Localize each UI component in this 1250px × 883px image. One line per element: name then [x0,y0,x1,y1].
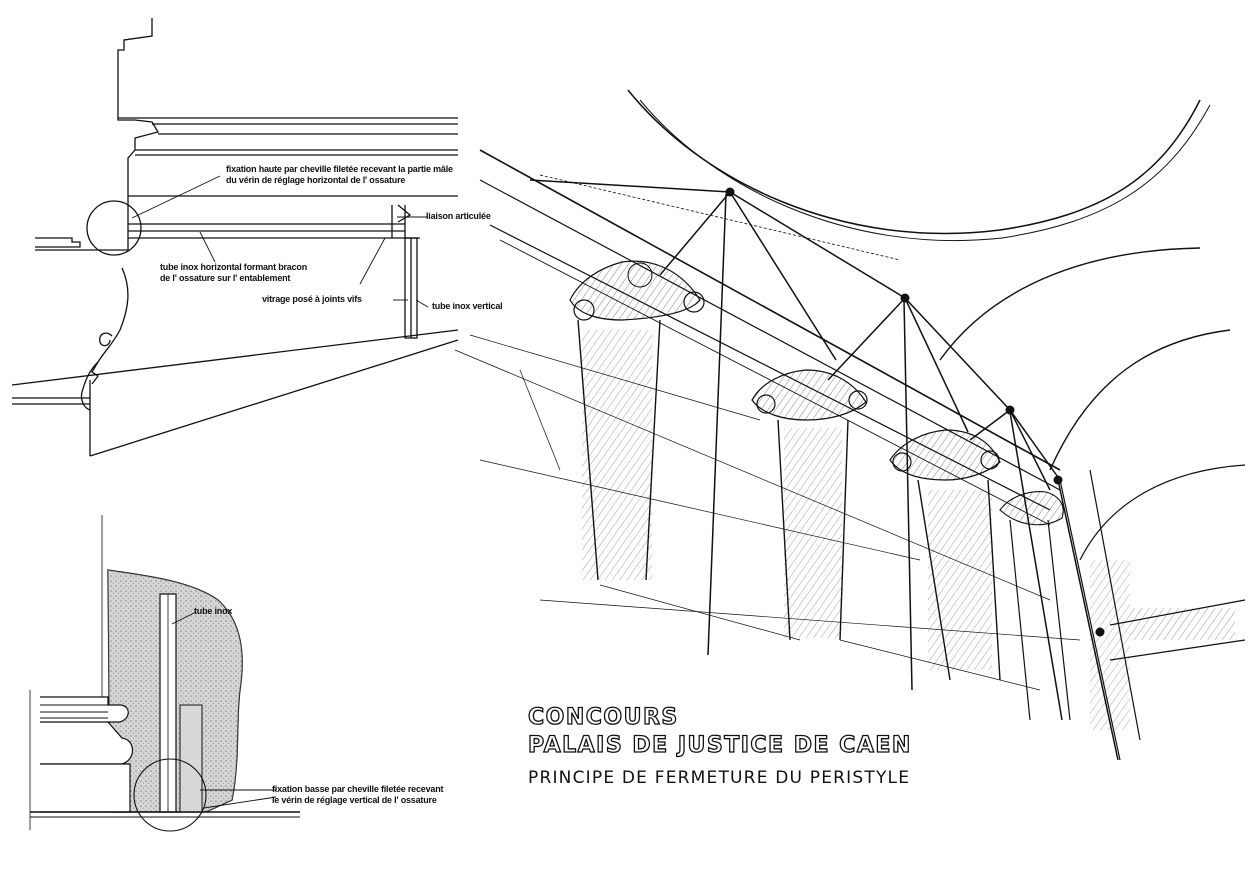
label-horizontal-tube-line2: de l' ossature sur l' entablement [160,273,291,283]
label-articulated-link: liaison articulée [426,211,491,221]
label-steel-tube: tube inox [194,606,233,616]
label-horizontal-tube: tube inox horizontal formant bracon de l… [160,262,307,284]
upper-section-detail [11,18,459,457]
title-line1: CONCOURS [527,704,679,730]
label-glazing: vitrage posé à joints vifs [262,294,362,304]
label-upper-fixing-line1: fixation haute par cheville filetée rece… [226,164,453,174]
label-horizontal-tube-line1: tube inox horizontal formant bracon [160,262,308,272]
label-upper-fixing: fixation haute par cheville filetée rece… [226,164,453,186]
peristyle-perspective-sketch [454,89,1246,761]
lower-section-detail [29,515,300,832]
title-subtitle: PRINCIPE DE FERMETURE DU PERISTYLE [528,768,911,788]
label-lower-fixing-line1: fixation basse par cheville filetée rece… [272,784,444,794]
label-vertical-tube: tube inox vertical [432,301,503,311]
upper-leader-lines [131,175,429,308]
title-line2: PALAIS DE JUSTICE DE CAEN [527,732,912,758]
lower-leader-lines [171,611,277,809]
label-lower-fixing: fixation basse par cheville filetée rece… [272,784,443,806]
label-lower-fixing-line2: le vérin de réglage vertical de l' ossat… [272,795,437,805]
title-block: CONCOURS PALAIS DE JUSTICE DE CAEN PRINC… [527,704,912,790]
label-upper-fixing-line2: du vérin de réglage horizontal de l' oss… [226,175,406,185]
